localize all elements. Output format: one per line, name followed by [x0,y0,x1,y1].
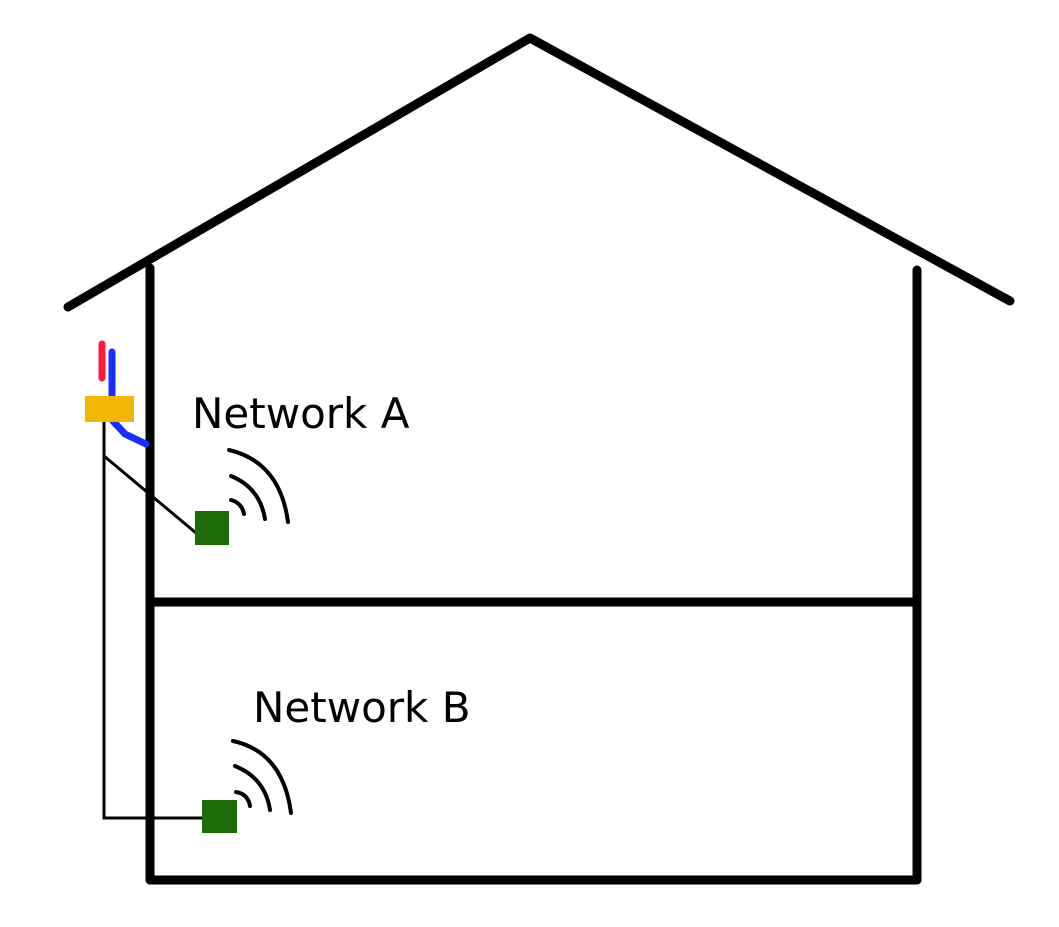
cable-to-access-point-a [103,454,203,540]
network-b-label: Network B [253,683,471,732]
blue-cable-to-wall [108,416,150,448]
splitter-box-icon [85,396,134,422]
house-outline [63,33,1015,885]
router-b-box [202,800,237,833]
wifi-signal-icon [231,739,293,815]
incoming-cables [98,340,150,448]
wifi-signal-icon [227,448,290,524]
network-wiring [102,422,210,820]
cable-to-access-point-b [102,422,210,820]
network-a-label: Network A [192,389,410,438]
access-point-a [195,448,290,545]
access-point-b [202,739,293,833]
roof [63,33,1015,312]
router-a-box [195,511,229,545]
